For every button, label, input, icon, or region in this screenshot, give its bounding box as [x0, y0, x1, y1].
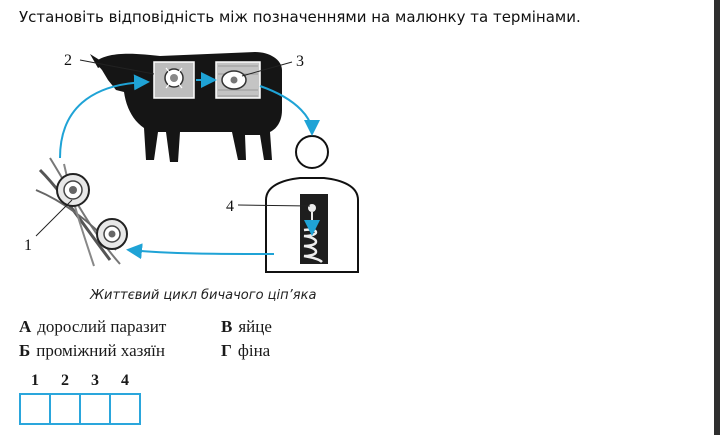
arrow-cow-to-human — [259, 85, 320, 136]
question-text: Установіть відповідність між позначенням… — [19, 8, 581, 26]
figure-caption: Життєвий цикл бичачого ціп’яка — [90, 288, 317, 303]
egg-icon — [164, 67, 184, 89]
option-letter: Б — [19, 341, 31, 360]
option-text: фіна — [237, 341, 271, 360]
cysticercus-icon — [218, 65, 258, 97]
leader-2 — [79, 59, 155, 75]
page-edge — [714, 0, 720, 435]
answer-cell-2[interactable] — [49, 393, 81, 425]
option-text: проміжний хазяїн — [36, 341, 165, 360]
leader-4 — [237, 204, 311, 207]
option-text: дорослий паразит — [37, 317, 167, 336]
answer-cell-3[interactable] — [79, 393, 111, 425]
arrow-grass-to-cow — [59, 74, 150, 159]
grid-col-1: 1 — [31, 372, 39, 389]
grid-col-4: 4 — [121, 372, 129, 389]
grid-col-2: 2 — [61, 372, 69, 389]
label-3: 3 — [296, 53, 304, 70]
option-letter: Г — [221, 341, 232, 360]
answer-cell-1[interactable] — [19, 393, 51, 425]
option-letter: А — [19, 317, 32, 336]
label-4: 4 — [226, 198, 234, 215]
grass-with-eggs-icon — [35, 157, 128, 267]
label-2: 2 — [64, 52, 72, 69]
option-letter: В — [221, 317, 233, 336]
label-1: 1 — [24, 237, 32, 254]
arrow-human-to-grass — [126, 243, 275, 260]
leader-1 — [35, 199, 73, 237]
grid-col-3: 3 — [91, 372, 99, 389]
option-text: яйце — [238, 317, 272, 336]
life-cycle-figure — [35, 52, 359, 273]
leader-3 — [241, 61, 293, 77]
answer-cell-4[interactable] — [109, 393, 141, 425]
answer-grid — [19, 393, 141, 425]
